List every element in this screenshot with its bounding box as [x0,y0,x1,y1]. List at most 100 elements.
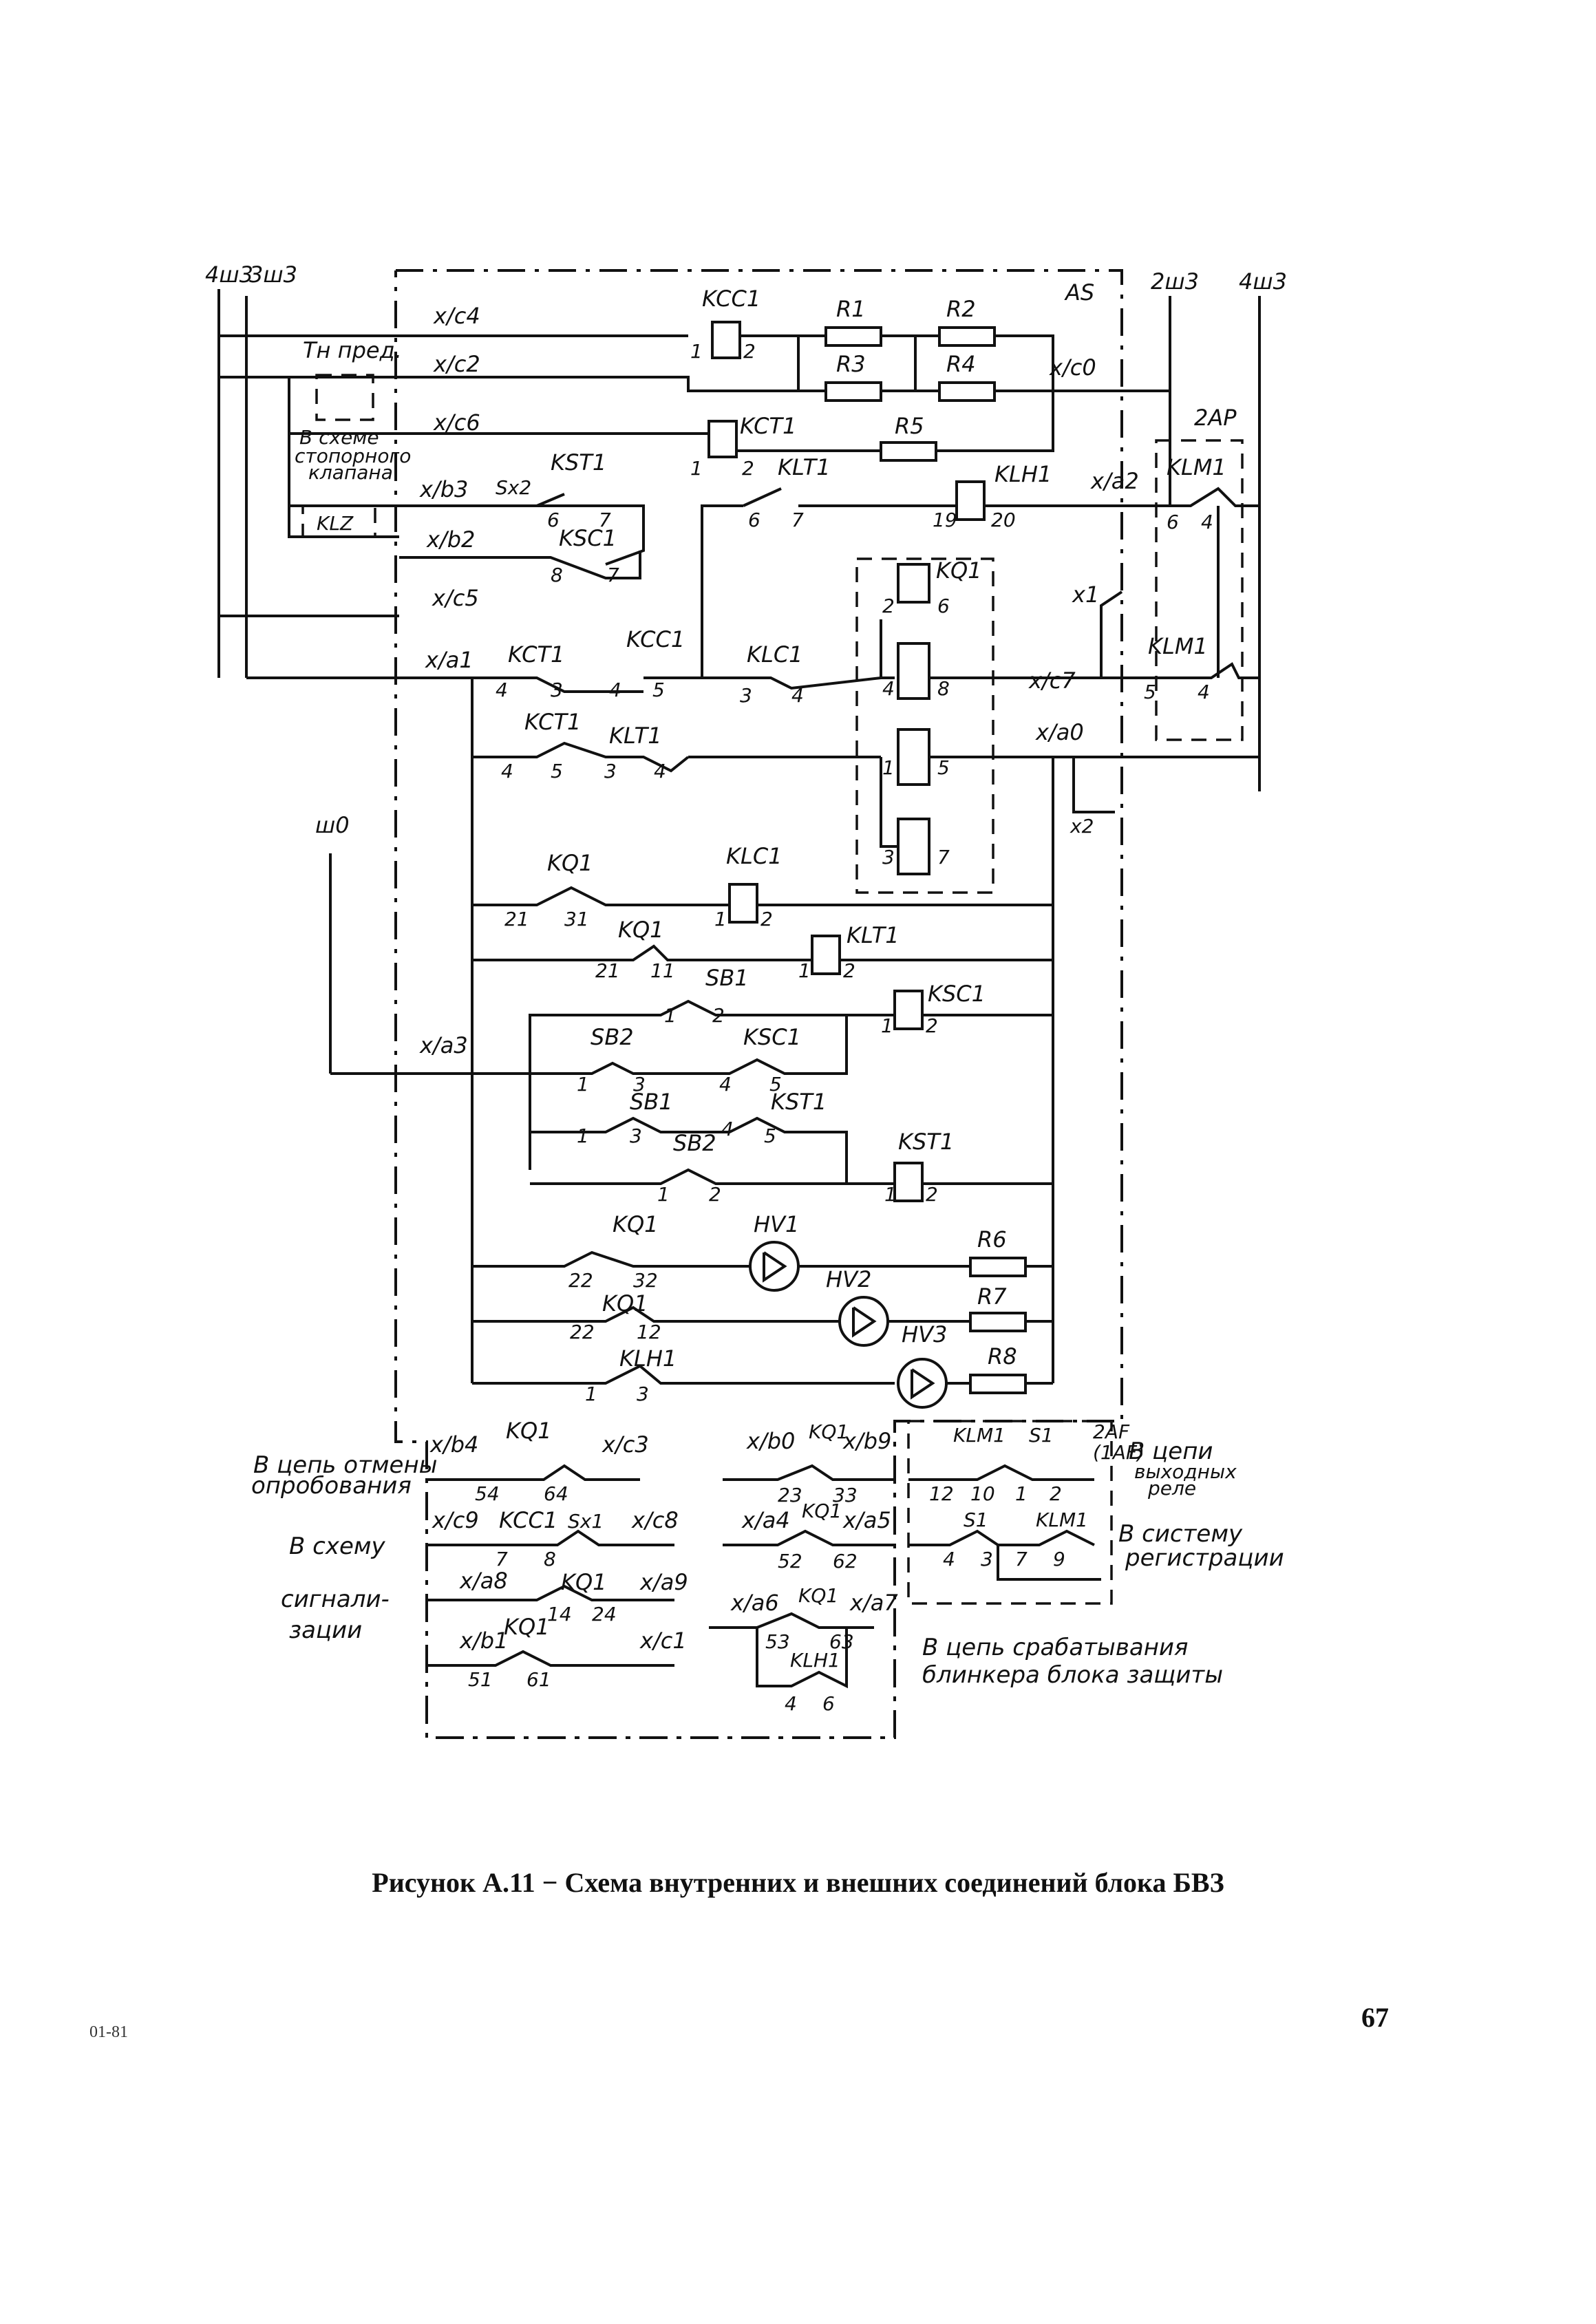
bottom-box [425,1421,896,1739]
note-vyhod-2: выходных [1134,1460,1237,1483]
label-klm1-a: KLM1 [1167,454,1226,480]
bot-2af-bot [908,1529,1095,1546]
num-13: 6 [1167,511,1179,533]
label-klz: KLZ [317,512,354,535]
s-1b: 1 [881,1014,893,1037]
b-61: 61 [526,1668,551,1691]
label-hv2: HV2 [826,1266,871,1292]
hv2-sym [852,1306,877,1338]
row-xc2 [219,376,826,392]
b-kq1f: KQ1 [798,1584,838,1607]
note-reg-1: В систему [1118,1520,1243,1548]
q-5: 5 [937,756,950,779]
b-8: 8 [544,1548,556,1570]
b-s1b: S1 [964,1509,988,1531]
b-s1a: S1 [1029,1424,1054,1447]
b-xb0: x/b0 [746,1428,795,1454]
q-4: 4 [882,677,895,700]
s-2b: 2 [926,1014,938,1037]
row-sb2 [330,1015,848,1075]
r-21: 21 [504,908,529,930]
note-signal-2: зации [289,1617,362,1644]
bot-xb4 [427,1464,640,1481]
sw-sx2 [536,493,565,507]
label-klt1-coil: KLT1 [847,922,900,948]
num-10: 20 [991,509,1016,531]
res-r1 [824,326,882,347]
b-4: 4 [785,1692,797,1715]
b-xc9: x/c9 [432,1507,479,1533]
label-kq1-r1: KQ1 [547,850,593,876]
q-8: 8 [937,677,950,700]
b-4b: 4 [654,760,666,782]
b-kq1b: KQ1 [561,1569,607,1595]
box-2af [907,1420,1113,1605]
note-blinker-1: В цепь срабатывания [922,1634,1188,1661]
b-kq1c: KQ1 [504,1614,550,1640]
num-8: 7 [791,509,804,531]
label-r4: R4 [946,351,976,377]
row-klh1 [701,504,743,678]
th-pred-wire [288,377,399,538]
h-12: 12 [637,1321,661,1343]
label-hv3: HV3 [902,1321,947,1347]
label-as: AS [1064,279,1094,306]
s-4: 4 [719,1073,732,1096]
w6 [936,391,1054,452]
b-33: 33 [833,1484,858,1506]
label-kst1-b: KST1 [771,1089,827,1115]
h-22b: 22 [570,1321,595,1343]
b-4: 4 [501,760,513,782]
label-klc1-a: KLC1 [747,641,803,668]
b-kq1e: KQ1 [802,1500,842,1522]
label-klh1-b: KLH1 [619,1345,677,1372]
label-x1: x1 [1072,582,1099,608]
b-xa5: x/a5 [842,1507,891,1533]
hv2-diode [838,1296,889,1347]
row-hv3 [472,1364,895,1385]
label-xc0: x/c0 [1049,354,1096,381]
label-kcc1-a: KCC1 [626,626,685,652]
num-11: 8 [551,564,563,586]
sw-klt1 [743,487,782,507]
label-klt1-c: KLT1 [778,454,831,480]
r-1b: 1 [798,959,811,982]
b-xa6: x/a6 [730,1590,779,1616]
coil-klh1 [955,480,986,521]
kq1-coil-a [897,563,930,604]
b-64: 64 [544,1482,568,1505]
label-kct1-b: KCT1 [524,709,581,735]
b-7: 7 [496,1548,508,1570]
b-7b: 7 [1015,1548,1028,1570]
b-xc1: x/c1 [639,1628,687,1654]
s-1: 1 [664,1004,677,1027]
label-xa2: x/a2 [1090,468,1139,494]
label-r7: R7 [977,1283,1007,1310]
label-xc2: x/c2 [433,351,480,377]
num-6: 7 [599,509,611,531]
res-r2 [938,326,996,347]
b-9: 9 [1053,1548,1065,1570]
label-xc4: x/c4 [433,303,480,329]
label-sx2: Sx2 [496,476,531,499]
note-signal-1: сигнали- [281,1586,390,1613]
q-3: 3 [882,846,895,868]
label-klc1-coil: KLC1 [726,843,783,869]
box-2ap [1155,439,1244,741]
label-xb3: x/b3 [419,476,468,502]
label-4sh3-right: 4ш3 [1239,268,1287,295]
label-th-pred: Тн пред. [303,337,402,363]
b-xc8: x/c8 [631,1507,679,1533]
b-2: 2 [1050,1482,1062,1505]
res-r5 [880,441,937,462]
label-3sh3: 3ш3 [249,262,297,288]
label-2sh3: 2ш3 [1151,268,1199,295]
coil-ksc1 [893,990,924,1030]
note-vyhod-1: В цепи [1129,1438,1213,1465]
num-9: 19 [933,509,957,531]
b-klm1b: KLM1 [1036,1509,1088,1531]
doc-code: 01-81 [89,2023,128,2041]
b-12: 12 [929,1482,954,1505]
